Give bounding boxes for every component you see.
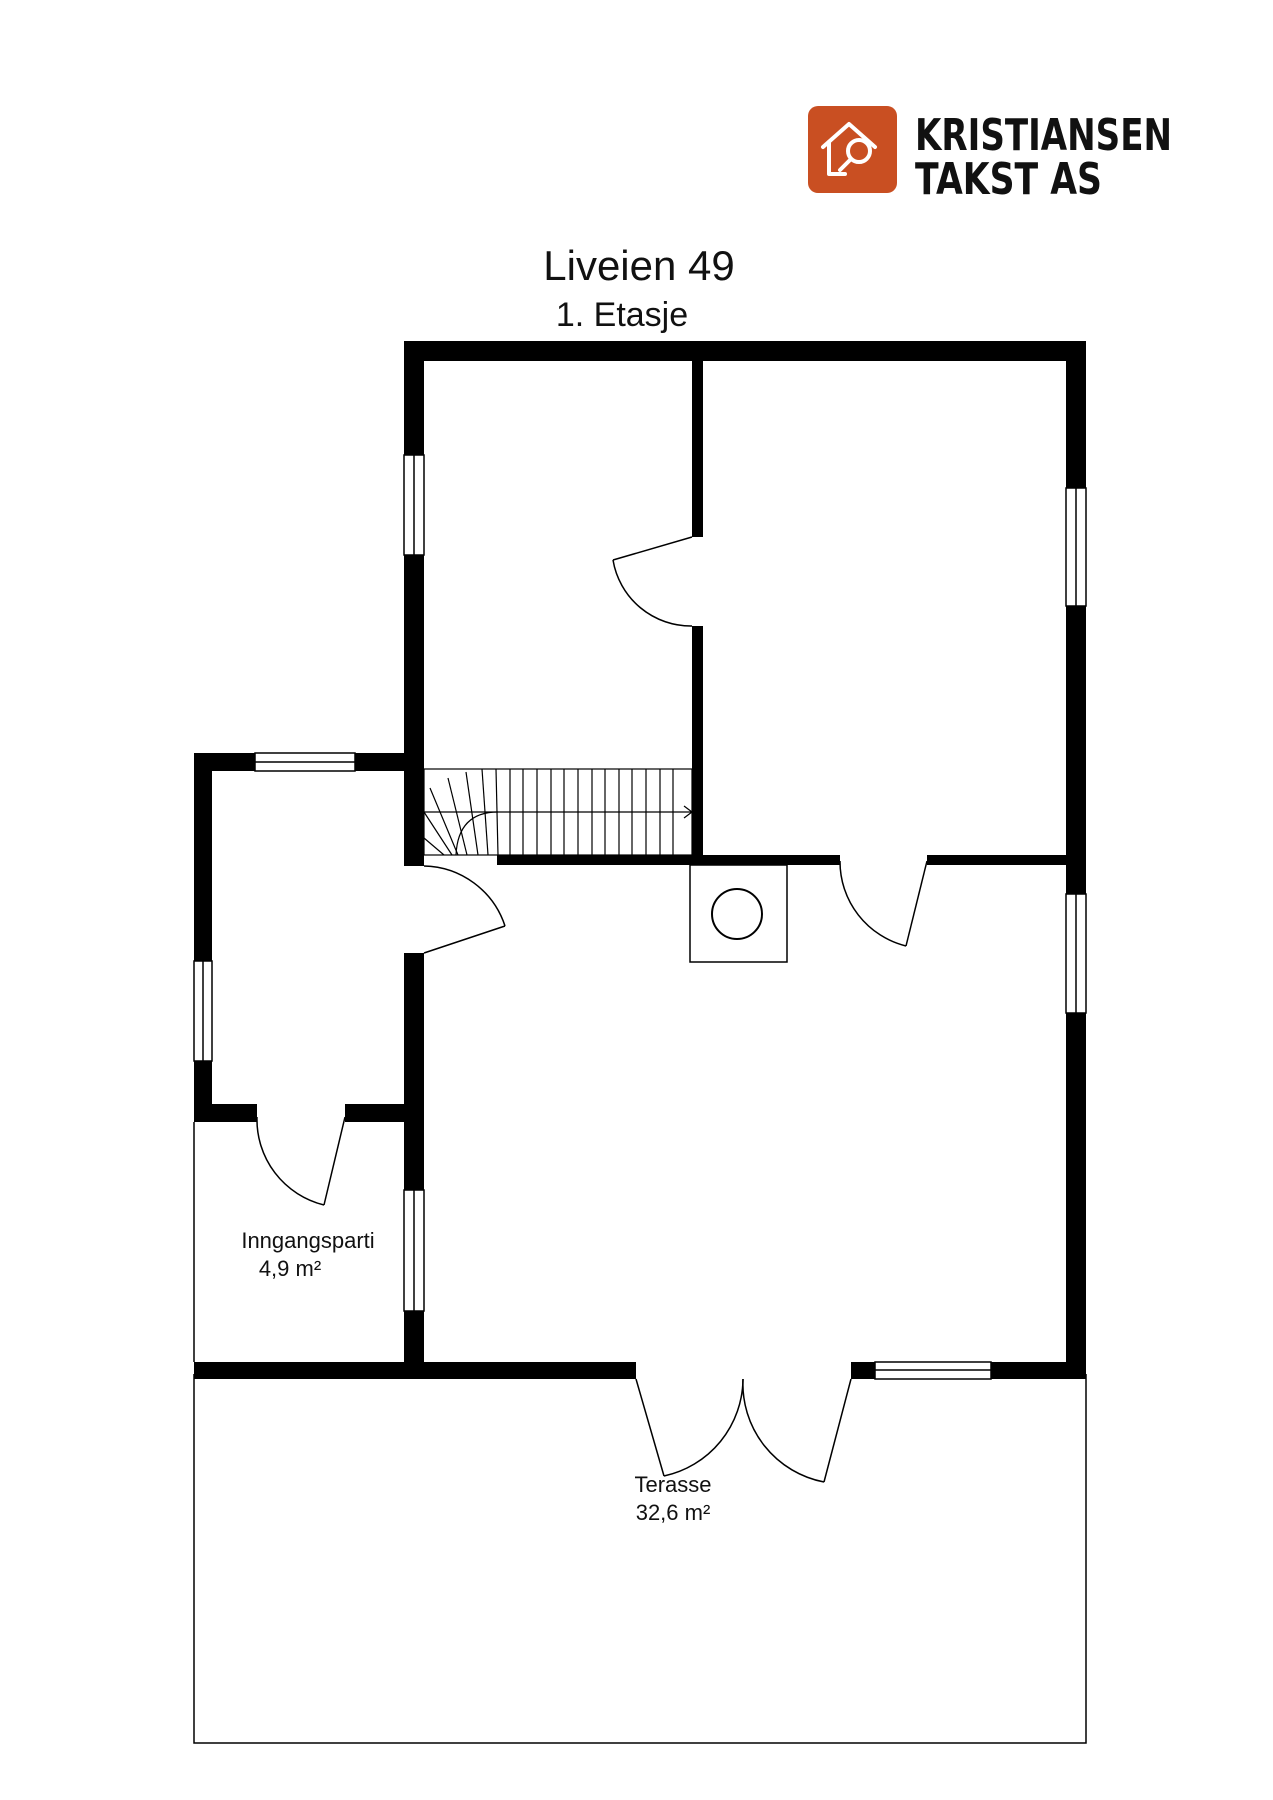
wall-right-top xyxy=(1066,341,1086,488)
entrance-wall-bottom-right xyxy=(345,1104,415,1122)
door-entrance-to-living xyxy=(423,865,506,954)
wall-partition-lower xyxy=(692,626,703,863)
wall-right-bottom xyxy=(1066,1013,1086,1374)
room-name-terrace: Terasse xyxy=(634,1472,711,1497)
wall-mid-a xyxy=(497,855,692,865)
plan-title: Liveien 49 xyxy=(543,242,734,289)
window-right-mid xyxy=(1065,893,1087,1014)
window-left-upper xyxy=(403,454,425,556)
door-upper-right xyxy=(839,860,928,947)
door-entrance-outer xyxy=(256,1116,346,1206)
room-area-entrance: 4,9 m² xyxy=(259,1256,321,1281)
window-right-top xyxy=(1065,487,1087,607)
wall-partition-upper xyxy=(692,359,703,537)
wall-top xyxy=(404,341,1086,361)
entrance-wall-left-upper xyxy=(194,753,212,961)
logo-line-1: KRISTIANSEN xyxy=(915,110,1172,161)
wall-left-bottom xyxy=(404,1311,424,1374)
wall-mid-c xyxy=(927,855,1066,865)
entrance-wall-top-right xyxy=(355,753,415,771)
windows xyxy=(193,454,1087,1380)
room-name-entrance: Inngangsparti xyxy=(241,1228,374,1253)
wall-bottom-mid xyxy=(851,1362,875,1379)
wall-left-lower xyxy=(404,953,424,1190)
staircase xyxy=(423,768,693,856)
logo-badge xyxy=(808,106,897,193)
window-entrance-left xyxy=(193,960,213,1062)
chimney xyxy=(689,864,788,963)
wall-left-upper xyxy=(404,341,424,455)
logo-line-2: TAKST AS xyxy=(915,154,1102,205)
wall-left-mid xyxy=(404,555,424,866)
wall-mid-b xyxy=(692,855,840,865)
terrace-outline xyxy=(193,1374,1087,1744)
window-bottom xyxy=(874,1361,992,1380)
room-area-terrace: 32,6 m² xyxy=(636,1500,711,1525)
stair-arrow xyxy=(683,805,693,819)
company-logo: KRISTIANSEN TAKST AS xyxy=(808,106,1172,205)
wall-right-mid xyxy=(1066,606,1086,894)
wall-bottom-left xyxy=(194,1362,636,1379)
walls xyxy=(194,341,1086,1379)
entrance-wall-bottom-left xyxy=(194,1104,257,1122)
house-magnifier-icon xyxy=(821,122,877,176)
window-left-lower xyxy=(403,1189,425,1312)
window-entrance-top xyxy=(254,752,356,772)
door-upper-rooms xyxy=(612,536,693,627)
door-terrace-double xyxy=(635,1378,852,1483)
doors xyxy=(256,536,928,1483)
wall-bottom-right xyxy=(991,1362,1086,1379)
floor-label: 1. Etasje xyxy=(556,296,688,334)
